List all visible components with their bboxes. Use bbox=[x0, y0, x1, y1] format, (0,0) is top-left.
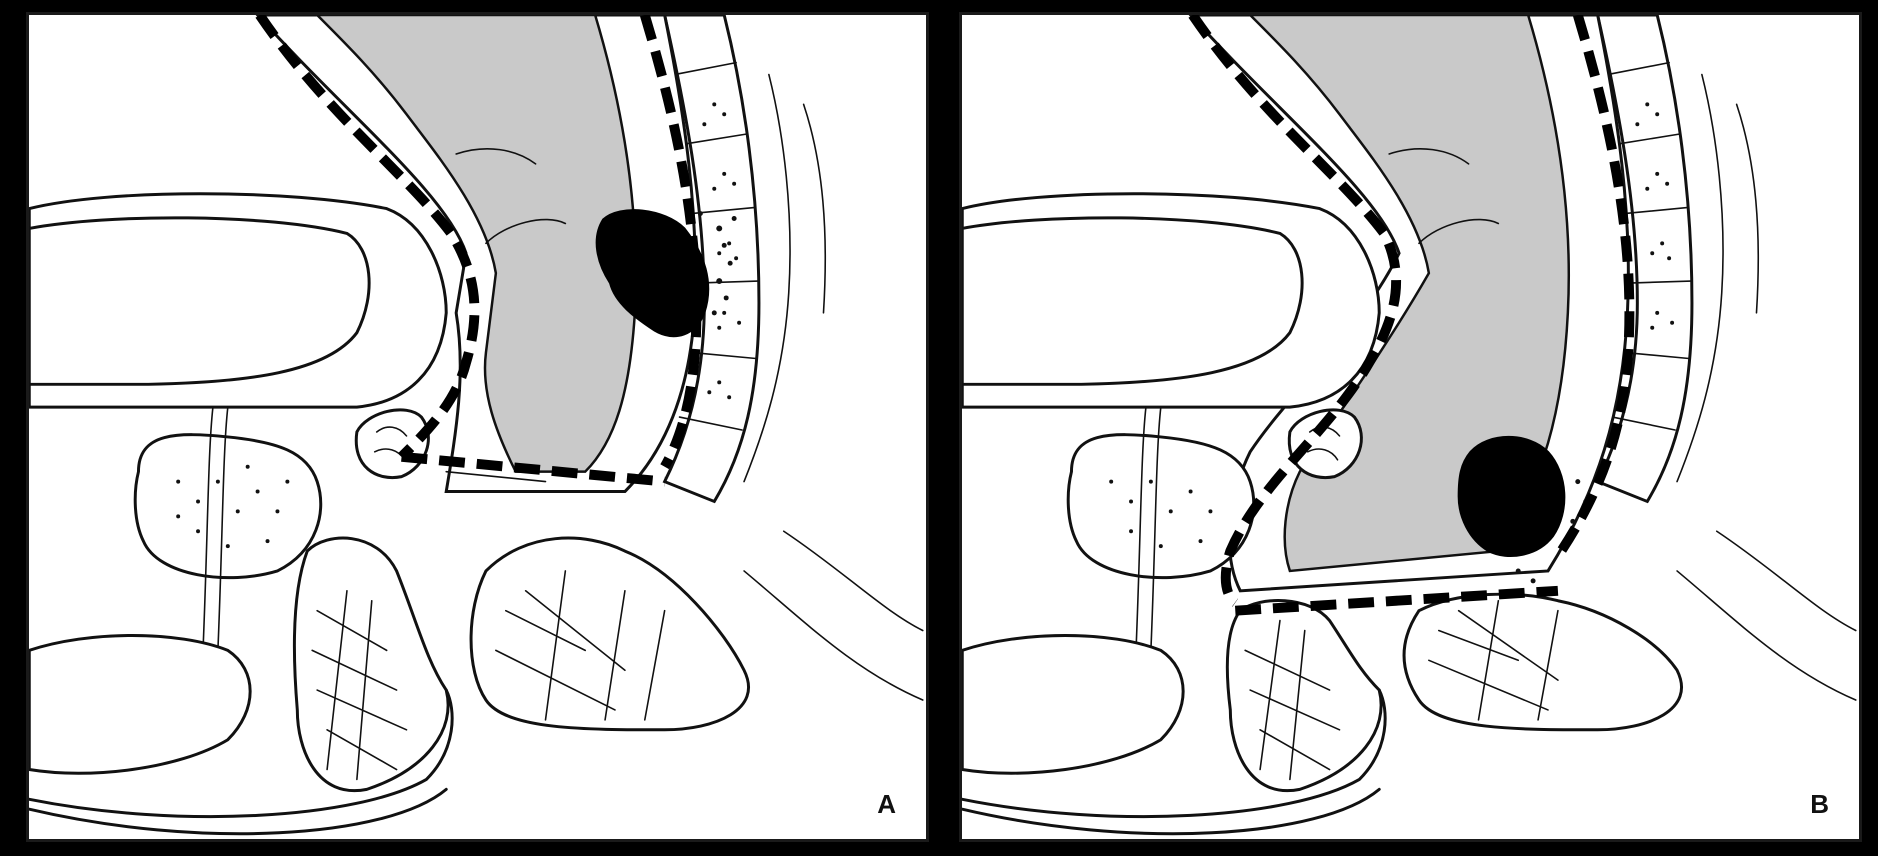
tumor bbox=[1459, 437, 1565, 556]
panel-b: B bbox=[959, 12, 1862, 842]
prostate bbox=[1068, 435, 1254, 578]
prostate bbox=[135, 435, 321, 578]
panel-a: A bbox=[26, 12, 929, 842]
seminal-vesicle bbox=[356, 410, 428, 478]
anatomy-diagram-b bbox=[962, 15, 1859, 839]
levator-ani bbox=[1404, 594, 1681, 730]
anatomy-diagram-a bbox=[29, 15, 926, 839]
perineum bbox=[29, 635, 250, 773]
panel-label-b: B bbox=[1810, 791, 1829, 817]
anal-sphincter bbox=[294, 538, 448, 791]
anal-sphincter bbox=[1227, 600, 1381, 790]
panel-label-a: A bbox=[877, 791, 896, 817]
levator-ani bbox=[471, 538, 748, 730]
perineum bbox=[962, 635, 1183, 773]
